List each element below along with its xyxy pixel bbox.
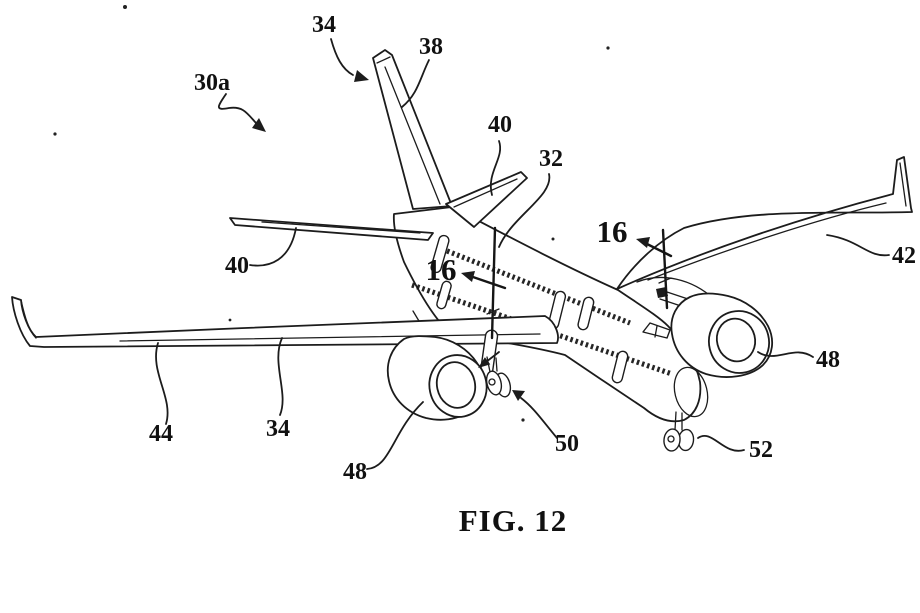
leader-30a [218,93,257,124]
aircraft [11,49,913,452]
leader-32 [498,173,551,248]
leader-52 [697,435,745,452]
ref-label-48-right: 48 [816,347,840,373]
leader-40-left-stab [249,227,297,267]
reference-labels: 30a 34 38 40 32 16 16 42 40 44 34 48 48 … [149,12,916,485]
speck [521,418,525,422]
gear-door-line [485,351,500,363]
left-engine-inlet [435,361,477,409]
speck [53,132,57,136]
right-wing [616,156,913,308]
left-horizontal-stabilizer [229,217,434,241]
leader-lines [155,38,890,470]
gear-door-arrowhead [478,357,491,368]
left-winglet-line [20,299,37,339]
frame-capsule [436,280,452,310]
ref-label-34-tail: 34 [312,12,336,38]
section-arrow-16-fwd [643,241,673,258]
ref-label-32: 32 [539,146,563,172]
right-wing-outline [616,156,913,290]
ref-label-52: 52 [749,437,773,463]
vertical-fin [372,49,453,210]
speck [606,46,610,50]
fin-tip-cap-line [376,56,391,64]
fuselage-frames [430,234,629,384]
section-indicator-aft [461,226,507,340]
scan-specks [53,5,610,422]
right-stab-hinge-line [453,178,518,208]
ref-label-44: 44 [149,421,173,447]
right-stab-outline [445,171,528,228]
left-wing-spar-line [119,333,541,342]
leader-50 [520,397,558,439]
section-line-16-fwd [661,228,669,310]
ref-label-30a: 30a [194,70,230,96]
right-engine [670,292,774,378]
right-horizontal-stabilizer [445,171,528,228]
main-landing-gear [478,351,512,398]
nose-gear-strut [674,411,683,431]
ref-label-16-fwd: 16 [597,214,628,249]
ref-label-40-right-stab: 40 [488,112,512,138]
section-tick-fwd [658,277,672,284]
speck [228,318,232,322]
leader-48-right [757,351,814,358]
leader-34-tail [330,38,354,76]
section-tick-aft [486,308,500,315]
speck [551,237,555,241]
windshield-divider [654,325,658,338]
nose-radome [673,366,709,418]
leader-34-wing [277,337,284,416]
nose-gear-hub [667,435,675,443]
leader-48-left [366,401,424,470]
ref-label-40-left-stab: 40 [225,253,249,279]
arrowhead-50 [512,390,525,401]
leader-38 [401,59,430,108]
fastener-row-upper [441,246,631,326]
ref-label-16-aft: 16 [426,252,457,287]
main-gear-hub [488,378,496,386]
arrowhead-16-fwd [636,237,650,248]
leader-42 [826,234,890,257]
arrowhead-16-aft [461,271,475,282]
arrowhead-30a [252,118,266,132]
right-wing-spar-line [647,202,887,281]
right-winglet-line [899,162,907,207]
leader-44 [155,342,169,425]
nose-gear-wheel-front [663,428,681,452]
left-stab-hinge-line [261,221,421,234]
frame-capsule [611,350,629,384]
ref-label-50: 50 [555,431,579,457]
left-engine [386,335,488,421]
leader-40-right-stab [489,140,502,196]
right-engine-inlet [715,317,757,363]
ref-label-48-left: 48 [343,459,367,485]
frame-capsule [577,296,595,331]
ref-label-38: 38 [419,34,443,60]
main-gear-wheel-front [485,370,503,396]
left-wing [11,296,559,379]
nose-landing-gear [663,411,695,452]
figure-caption: FIG. 12 [459,503,568,538]
arrowhead-34-tail [354,70,369,82]
ref-label-42: 42 [892,243,916,269]
fuselage [392,206,709,423]
section-indicator-fwd [636,228,673,310]
rudder-line [384,66,441,205]
frame-capsule [430,234,450,274]
ref-label-34-wing: 34 [266,416,290,442]
section-arrow-16-aft [468,274,507,290]
speck [123,5,127,9]
vertical-stabilizer [372,49,453,210]
